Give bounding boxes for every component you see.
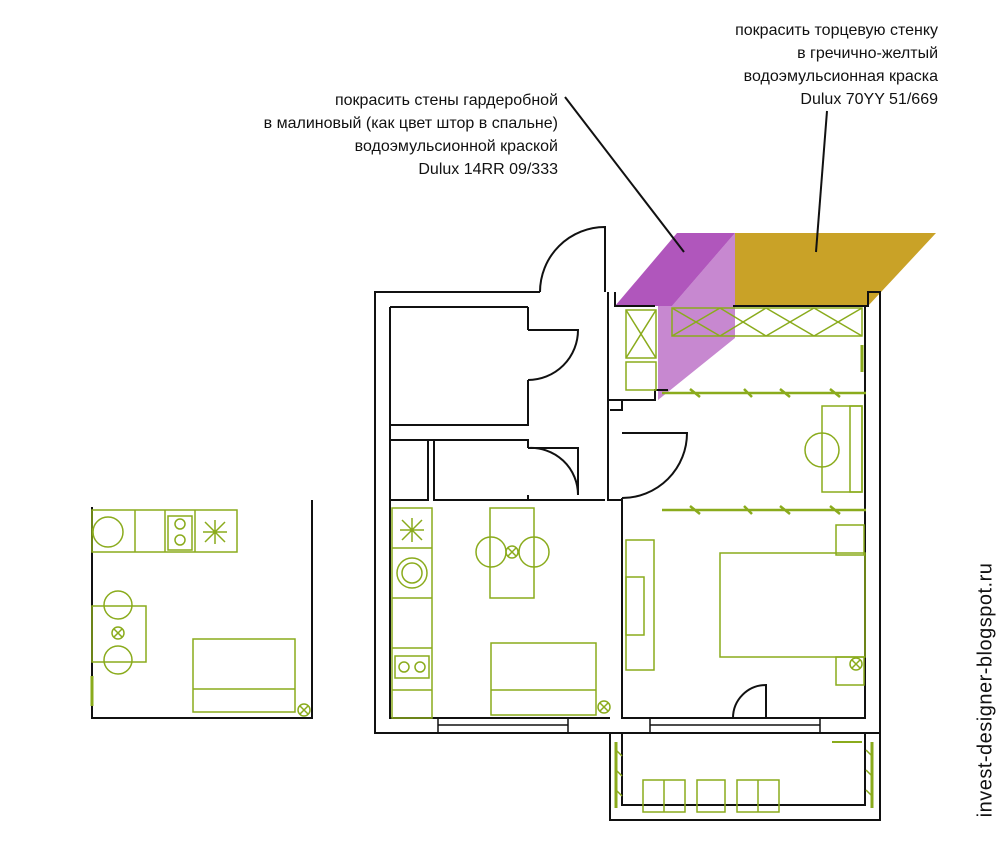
wardrobe-wall-side <box>658 233 735 400</box>
alternative-kitchen-layout <box>90 500 313 719</box>
end-wall-note-line-4: Dulux 70YY 51/669 <box>800 91 938 108</box>
wardrobe-paint-note: покрасить стены гардеробной в малиновый … <box>264 89 558 181</box>
wardrobe-note-line-2: в малиновый (как цвет штор в спальне) <box>263 115 558 132</box>
wardrobe-note-line-4: Dulux 14RR 09/333 <box>418 161 558 178</box>
wardrobe-leader-line <box>564 96 685 253</box>
end-wall-paint-note: покрасить торцевую стенку в гречично-жел… <box>735 19 938 111</box>
end-wall-note-line-1: покрасить торцевую стенку <box>735 22 938 39</box>
end-wall-note-line-3: водоэмульсионная краска <box>743 68 938 85</box>
furniture <box>391 307 874 813</box>
wardrobe-note-line-1: покрасить стены гардеробной <box>334 92 558 109</box>
doors <box>527 225 767 719</box>
apartment-walls <box>374 291 881 821</box>
end-wall-paint-highlight <box>735 233 936 306</box>
wardrobe-note-line-3: водоэмульсионной краской <box>354 138 558 155</box>
end-wall-leader-line <box>815 110 828 253</box>
wardrobe-paint-highlight <box>615 233 735 400</box>
windows <box>437 717 821 734</box>
blog-watermark: invest-designer-blogspot.ru <box>974 562 997 818</box>
end-wall-note-line-2: в гречично-желтый <box>797 45 938 62</box>
wardrobe-wall-top <box>615 233 735 306</box>
